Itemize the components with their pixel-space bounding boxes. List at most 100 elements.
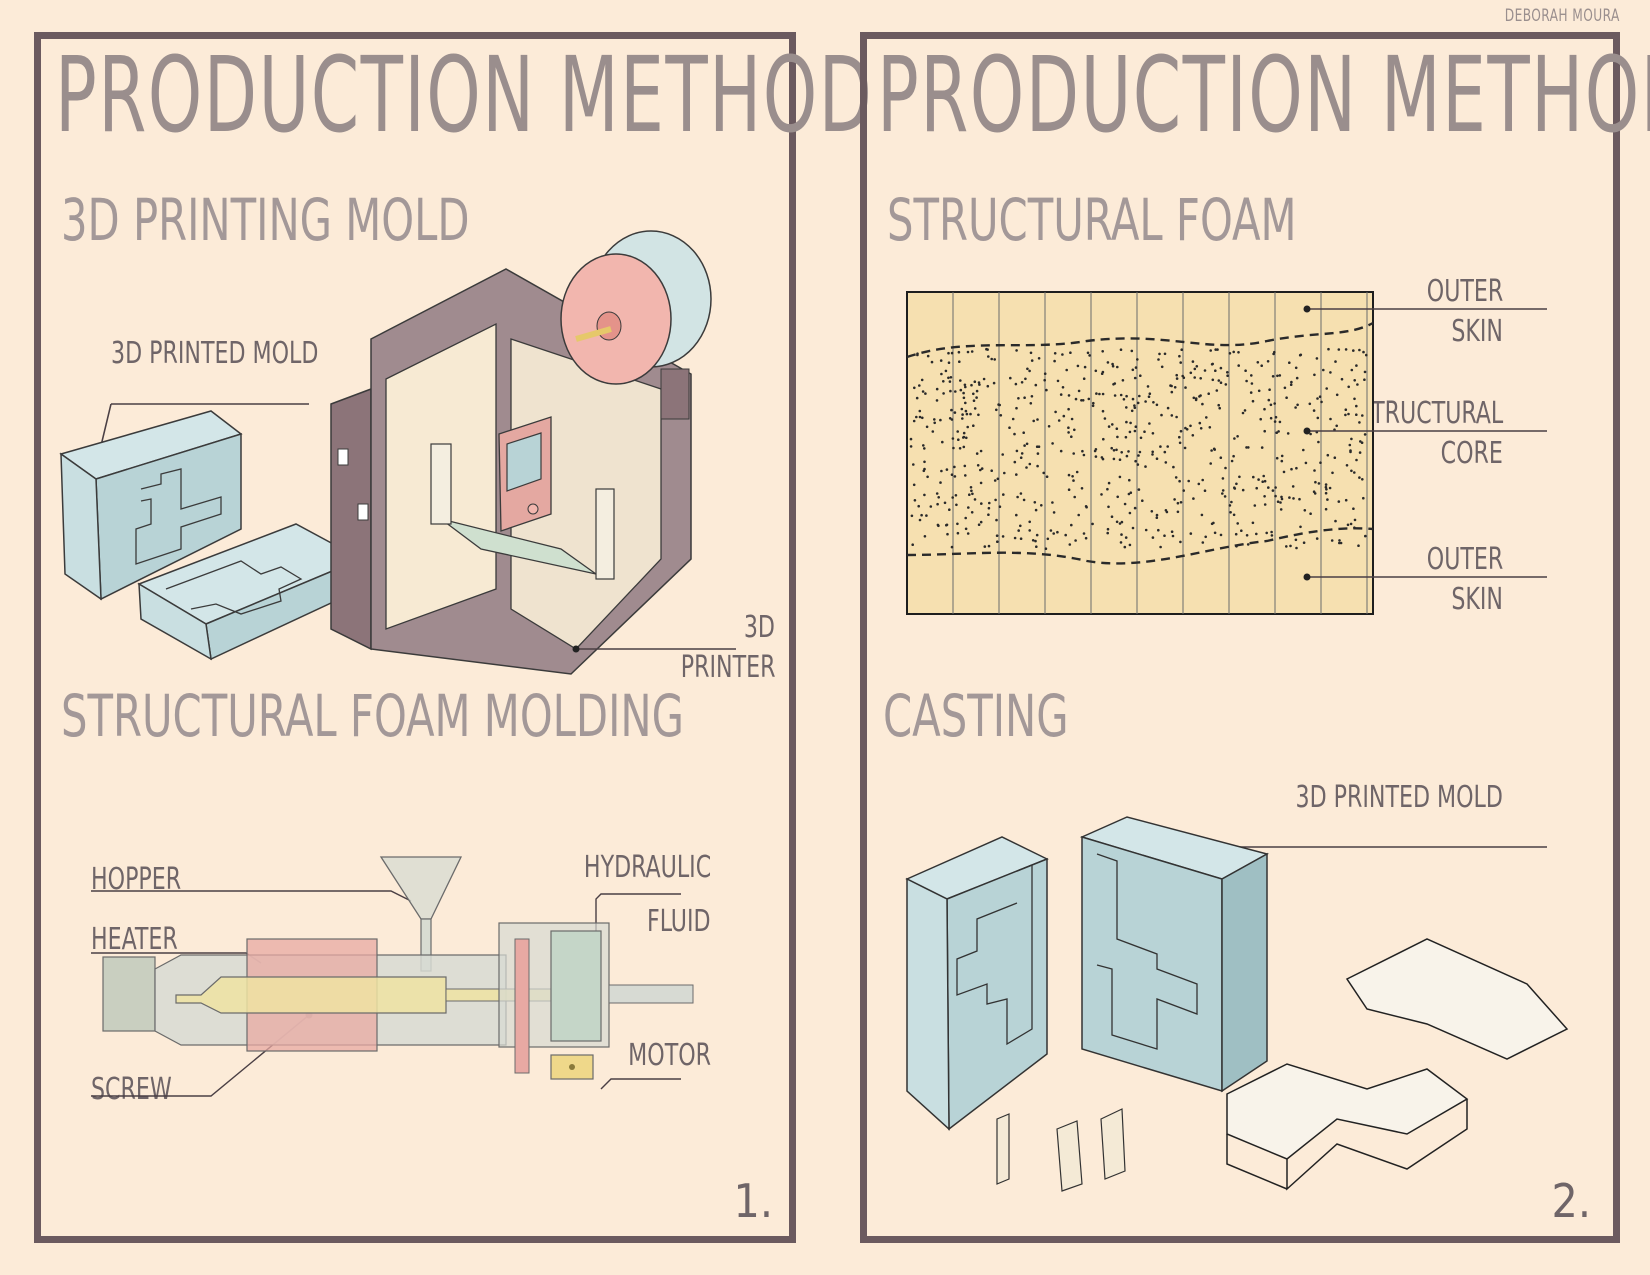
foam-cell xyxy=(1137,488,1141,491)
foam-cell xyxy=(1053,359,1056,363)
foam-cell xyxy=(1317,482,1321,485)
foam-cell xyxy=(1295,466,1298,470)
foam-cell xyxy=(1269,416,1273,420)
foam-cell xyxy=(957,350,961,354)
foam-cell xyxy=(1232,454,1235,458)
foam-cell xyxy=(1107,481,1111,485)
foam-cell xyxy=(950,473,954,476)
section-structural-foam: STRUCTURAL FOAM xyxy=(887,186,1297,254)
foam-cell xyxy=(1219,366,1223,370)
foam-cell xyxy=(920,378,924,382)
foam-cell xyxy=(933,418,936,421)
foam-cell xyxy=(1120,533,1123,536)
foam-cell xyxy=(924,392,927,395)
foam-cell xyxy=(990,357,993,361)
foam-cell xyxy=(1134,425,1138,428)
foam-cell xyxy=(1361,414,1364,417)
foam-cell xyxy=(1233,437,1236,440)
foam-cell xyxy=(1083,365,1087,369)
foam-cell xyxy=(1236,522,1239,525)
foam-cell xyxy=(1013,536,1017,540)
foam-cell xyxy=(1070,435,1073,438)
foam-cell xyxy=(921,390,925,393)
foam-cell xyxy=(1051,442,1054,445)
foam-cell xyxy=(1195,365,1199,368)
foam-cell xyxy=(1015,349,1018,352)
foam-cell xyxy=(962,396,966,400)
foam-cell xyxy=(1201,541,1205,544)
foam-cell xyxy=(979,481,983,485)
foam-cell xyxy=(1017,529,1020,532)
foam-cell xyxy=(1257,478,1260,481)
foam-cell xyxy=(1049,529,1053,532)
foam-cell xyxy=(1179,501,1183,504)
foam-cell xyxy=(1112,457,1116,461)
foam-cell xyxy=(945,468,949,471)
foam-cell xyxy=(1179,429,1183,433)
label-screw: SCREW xyxy=(91,1072,172,1107)
foam-cell xyxy=(1324,491,1328,495)
foam-cell xyxy=(1087,397,1091,401)
foam-cell xyxy=(1285,396,1288,399)
foam-cell xyxy=(926,354,930,358)
foam-cell xyxy=(1319,461,1322,464)
foam-cell xyxy=(1266,360,1270,363)
foam-cell xyxy=(1102,437,1105,441)
foam-cell xyxy=(1322,368,1325,372)
foam-cell xyxy=(996,540,999,543)
foam-cell xyxy=(1337,348,1341,351)
foam-cell xyxy=(964,527,968,531)
page-number-2: 2. xyxy=(1551,1174,1591,1228)
foam-cell xyxy=(1028,462,1032,466)
foam-cell xyxy=(1026,367,1029,371)
foam-cell xyxy=(1315,537,1319,540)
foam-cell xyxy=(1326,453,1330,457)
foam-cell xyxy=(1115,520,1119,524)
foam-cell xyxy=(1068,543,1072,546)
foam-cell xyxy=(1151,432,1155,435)
foam-cell xyxy=(1024,377,1027,381)
label-outer-skin-top-2: SKIN xyxy=(1451,314,1503,349)
foam-cell xyxy=(962,391,965,395)
foam-cell xyxy=(940,469,943,473)
foam-cell xyxy=(1100,456,1104,459)
foam-cell xyxy=(1189,371,1193,375)
foam-cell xyxy=(1192,396,1196,400)
foam-cell xyxy=(1175,415,1178,419)
foam-cell xyxy=(1029,402,1033,405)
foam-cell xyxy=(1221,492,1224,495)
foam-cell xyxy=(1015,449,1019,453)
foam-cell xyxy=(1294,538,1298,542)
foam-cell xyxy=(1069,351,1072,354)
foam-cell xyxy=(964,516,967,520)
foam-cell xyxy=(1067,473,1071,477)
foam-cell xyxy=(1123,545,1127,549)
foam-cell xyxy=(1241,488,1245,492)
foam-cell xyxy=(1295,376,1299,380)
foam-cell xyxy=(1275,431,1278,434)
foam-cell xyxy=(990,469,993,472)
foam-cell xyxy=(1022,498,1026,502)
foam-cell xyxy=(1013,460,1017,464)
foam-cell xyxy=(1125,394,1128,398)
foam-cell xyxy=(975,452,979,455)
foam-cell xyxy=(1344,498,1348,502)
foam-cell xyxy=(1209,462,1212,465)
foam-cell xyxy=(1201,478,1204,482)
foam-cell xyxy=(977,413,980,417)
foam-cell xyxy=(1070,523,1073,527)
foam-cell xyxy=(1151,450,1154,454)
foam-cell xyxy=(1364,534,1367,538)
foam-cell xyxy=(970,489,973,493)
foam-cell xyxy=(1355,413,1358,416)
foam-cell xyxy=(1193,376,1196,379)
label-structural-core-1: STRUCTURAL xyxy=(1356,396,1503,431)
foam-cell xyxy=(925,425,929,429)
foam-cell xyxy=(1036,464,1039,468)
section-3d-printing-mold: 3D PRINTING MOLD xyxy=(61,186,470,254)
foam-cell xyxy=(1353,518,1357,522)
foam-cell xyxy=(1084,505,1088,508)
foam-cell xyxy=(1111,423,1114,426)
foam-cell xyxy=(1101,350,1104,353)
foam-cell xyxy=(1340,377,1344,381)
